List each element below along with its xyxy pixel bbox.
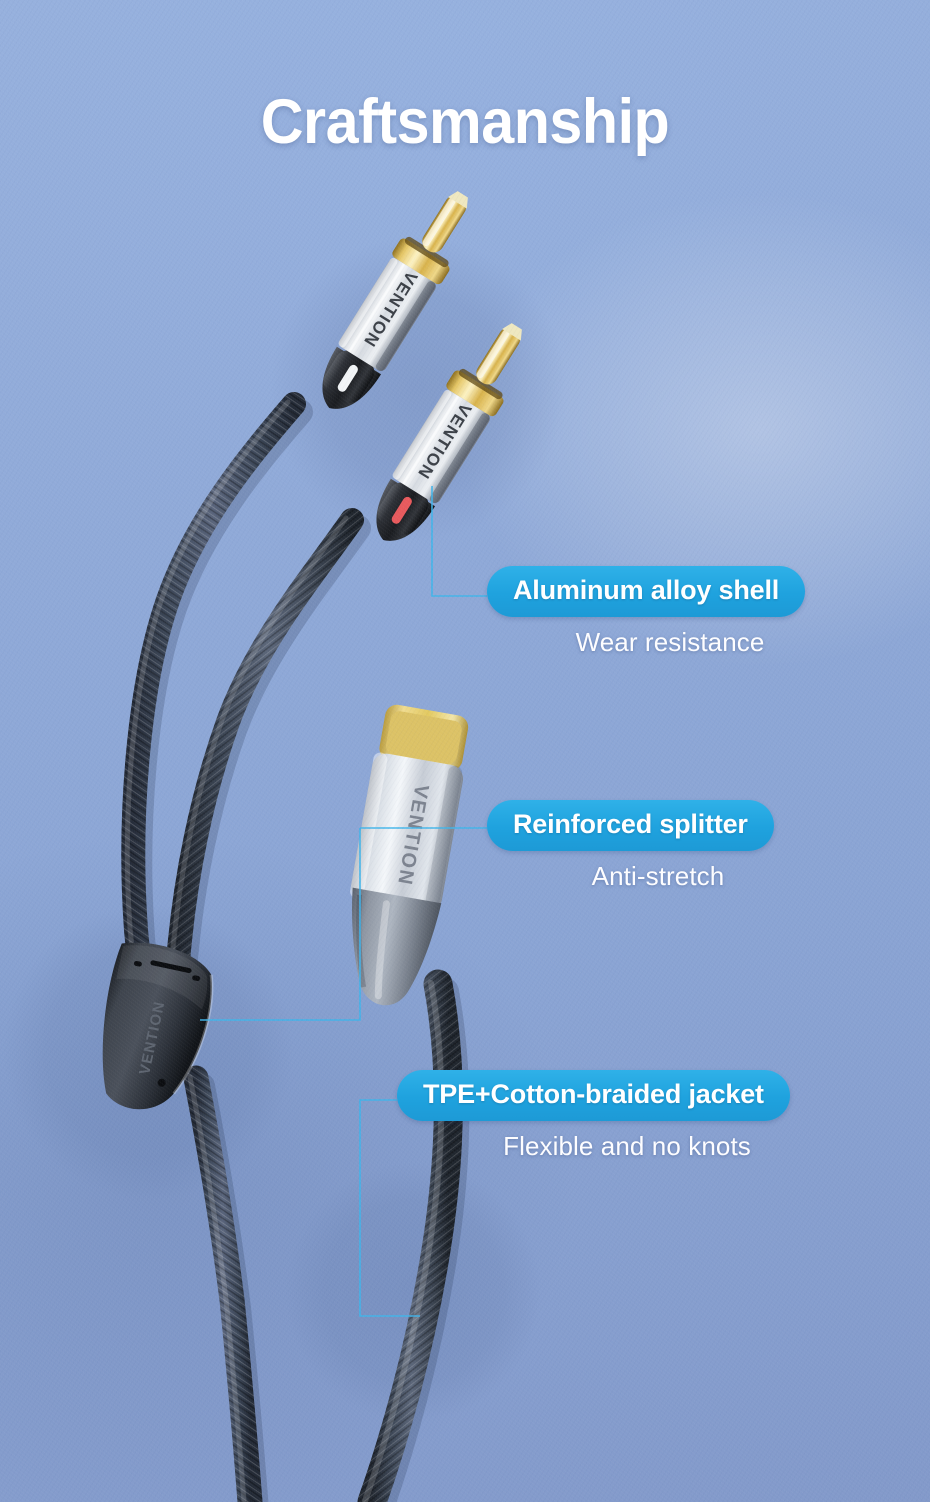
- callout-subtitle-aluminum-alloy-shell: Wear resistance: [575, 627, 765, 657]
- callout-label-tpe-cotton-braided-jacket[interactable]: TPE+Cotton-braided jacket: [397, 1070, 790, 1121]
- callout-aluminum-alloy-shell: Aluminum alloy shell Wear resistance: [487, 566, 853, 658]
- leader-line-splitter-to-body: [200, 828, 361, 1021]
- leader-line-aluminum-alloy-shell: [431, 486, 487, 597]
- callout-label-reinforced-splitter[interactable]: Reinforced splitter: [487, 800, 774, 851]
- callout-subtitle-reinforced-splitter: Anti-stretch: [591, 861, 725, 891]
- callout-tpe-cotton-braided-jacket: TPE+Cotton-braided jacket Flexible and n…: [397, 1070, 857, 1162]
- page-title: Craftsmanship: [260, 87, 670, 157]
- callout-subtitle-tpe-cotton-braided-jacket: Flexible and no knots: [503, 1131, 751, 1161]
- channel-indicator-red: [391, 496, 412, 524]
- callout-reinforced-splitter: Reinforced splitter Anti-stretch: [487, 800, 829, 892]
- callout-label-aluminum-alloy-shell[interactable]: Aluminum alloy shell: [487, 566, 806, 617]
- leader-line-braided-jacket: [359, 1099, 420, 1317]
